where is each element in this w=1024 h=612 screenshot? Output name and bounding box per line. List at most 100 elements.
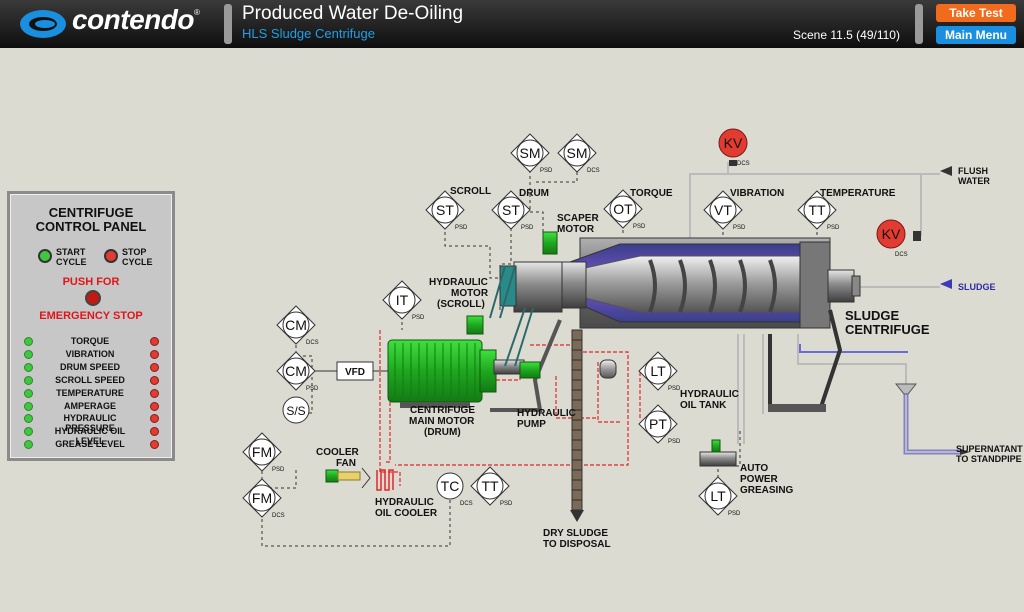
alarm-led-green xyxy=(24,427,33,437)
instrument-diamond xyxy=(425,190,465,230)
instrument-bubble xyxy=(718,128,748,158)
alarm-led-red xyxy=(150,375,159,385)
instrument-bubble xyxy=(476,472,504,500)
hydraulic-pump xyxy=(519,361,541,379)
instrument-bubble xyxy=(497,196,525,224)
kv-valve-fittings xyxy=(729,160,921,241)
supernatant-funnel xyxy=(894,383,918,395)
sludge-centrifuge xyxy=(490,237,861,412)
start-label-line-1: START xyxy=(56,247,86,257)
stop-cycle-button[interactable] xyxy=(104,249,118,263)
instrument-diamond xyxy=(491,190,531,230)
alarm-led-red xyxy=(150,440,159,450)
page-title: Produced Water De-Oiling xyxy=(242,3,464,24)
push-for-label: PUSH FOR xyxy=(62,276,120,288)
label-supernatant-1: SUPERNATANT xyxy=(956,444,1023,454)
instrument-tag: TC xyxy=(441,478,460,494)
instrument-sm-sm1[interactable]: SM PSD xyxy=(510,133,553,174)
start-cycle-button[interactable] xyxy=(38,249,52,263)
instrument-tag: SM xyxy=(520,145,541,161)
instrument-tag: LT xyxy=(650,363,666,379)
instrument-bubble xyxy=(282,357,310,385)
logo-text: contendo xyxy=(72,4,195,35)
alarm-label: TEMPERATURE xyxy=(56,387,124,398)
emergency-stop-label: EMERGENCY STOP xyxy=(39,310,143,322)
scene-counter: Scene 11.5 (49/110) xyxy=(793,28,900,42)
alarm-label: HYDRAULIC OIL LEVEL xyxy=(54,426,126,447)
label-sludge-centrifuge-1: SLUDGE xyxy=(845,308,900,323)
instrument-bubble xyxy=(388,286,416,314)
instrument-diamond xyxy=(603,189,643,229)
instrument-pt-pt[interactable]: PT PSD xyxy=(638,404,681,445)
instrument-diamond xyxy=(510,133,550,173)
stop-cycle-label: STOP CYCLE xyxy=(122,247,153,267)
label-hyd-oil-tank-1: HYDRAULIC xyxy=(680,389,739,400)
instrument-system-tag: DCS xyxy=(306,340,319,346)
label-temperature: TEMPERATURE xyxy=(820,188,896,199)
label-cooler-fan-1: COOLER xyxy=(316,447,360,458)
alarm-led-green xyxy=(24,362,33,372)
instrument-system-tag: PSD xyxy=(668,386,681,392)
instrument-system-tag: DCS xyxy=(737,161,750,167)
take-test-button[interactable]: Take Test xyxy=(936,4,1016,22)
panel-title-line-2: CONTROL PANEL xyxy=(35,219,147,234)
label-hyd-motor-3: (SCROLL) xyxy=(437,299,485,310)
label-auto-grease-1: AUTO xyxy=(740,463,768,474)
alarm-led-red xyxy=(150,349,159,359)
instrument-ss-ss[interactable]: S/S xyxy=(282,396,310,424)
instrument-system-tag: PSD xyxy=(668,439,681,445)
label-scraper-motor-1: SCAPER xyxy=(557,213,599,224)
hydraulic-oil-cooler xyxy=(376,469,394,491)
instrument-diamond xyxy=(557,133,597,173)
instrument-diamond xyxy=(638,404,678,444)
label-hyd-oil-tank-2: OIL TANK xyxy=(680,400,727,411)
alarm-led-red xyxy=(150,388,159,398)
instrument-system-tag: PSD xyxy=(521,225,534,231)
emergency-stop-button[interactable] xyxy=(85,290,101,306)
instrument-bubble xyxy=(803,196,831,224)
label-vibration: VIBRATION xyxy=(730,188,784,199)
label-sludge: SLUDGE xyxy=(958,282,996,292)
label-dry-sludge-2: TO DISPOSAL xyxy=(543,539,611,550)
instrument-tag: FM xyxy=(252,444,272,460)
label-hyd-oil-cooler-1: HYDRAULIC xyxy=(375,497,434,508)
alarm-led-green xyxy=(24,337,33,346)
label-scroll: SCROLL xyxy=(450,186,491,197)
instrument-system-tag: PSD xyxy=(728,511,741,517)
alarm-label: VIBRATION xyxy=(65,348,115,359)
label-cooler-fan-2: FAN xyxy=(336,458,356,469)
instrument-tag: KV xyxy=(882,226,901,242)
hydraulic-motor-scroll xyxy=(466,315,484,335)
instrument-system-tag: DCS xyxy=(272,513,285,519)
vfd-box xyxy=(336,361,374,381)
instrument-tag: TT xyxy=(481,478,499,494)
instrument-lt-lt1[interactable]: LT PSD xyxy=(638,351,681,392)
instrument-bubble xyxy=(248,438,276,466)
alarm-led-red xyxy=(150,337,159,346)
main-menu-button[interactable]: Main Menu xyxy=(936,26,1016,44)
instrument-tag: PT xyxy=(649,416,667,432)
instrument-tag: SM xyxy=(567,145,588,161)
header-divider xyxy=(224,4,232,44)
instrument-system-tag: PSD xyxy=(540,168,553,174)
instrument-bubble xyxy=(248,484,276,512)
label-main-motor-1: CENTRIFUGE xyxy=(410,405,475,416)
edge-arrows xyxy=(940,166,970,455)
start-label-line-2: CYCLE xyxy=(56,257,87,267)
